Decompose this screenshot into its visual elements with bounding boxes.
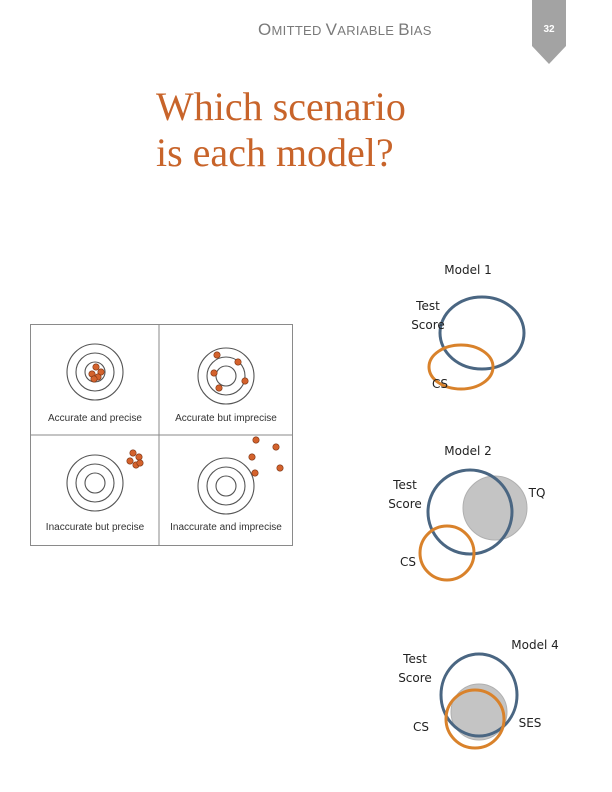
- model-2-label: Model 2: [444, 444, 492, 458]
- target-inaccurate-imprecise: [197, 436, 284, 515]
- target-label: Accurate but imprecise: [175, 413, 277, 424]
- model-1-venn: [427, 295, 526, 391]
- cs-circle: [418, 524, 476, 582]
- test-score-circle: [426, 468, 514, 556]
- slide-header: OMITTED VARIABLE BIAS: [258, 20, 432, 39]
- ses-label: SES: [518, 716, 542, 730]
- tq-label: TQ: [528, 486, 546, 500]
- cs-label: CS: [432, 377, 448, 391]
- model-1-label: Model 1: [444, 263, 492, 277]
- model-4-label: Model 4: [511, 638, 559, 652]
- cs-circle: [444, 688, 506, 750]
- target-inaccurate-precise: [66, 449, 144, 512]
- title-line-1: Which scenario: [156, 84, 406, 129]
- slide-title: Which scenario is each model?: [156, 84, 406, 176]
- tq-circle: [462, 475, 528, 541]
- slide-number-badge: [532, 0, 566, 64]
- test-score-circle: [438, 295, 526, 371]
- slide-number: 32: [543, 24, 555, 35]
- target-label: Inaccurate and imprecise: [170, 522, 282, 533]
- cs-circle: [427, 343, 495, 391]
- target-label: Inaccurate but precise: [46, 522, 145, 533]
- cs-label: CS: [400, 555, 416, 569]
- accuracy-precision-targets: Accurate and precise Accurate but imprec…: [30, 324, 293, 546]
- model-2-venn: [418, 468, 528, 582]
- cs-label: CS: [413, 720, 429, 734]
- title-line-2: is each model?: [156, 130, 394, 175]
- model-4-venn: [439, 652, 519, 750]
- target-accurate-imprecise: [197, 347, 255, 405]
- target-accurate-precise: [66, 343, 124, 401]
- test-score-circle: [439, 652, 519, 738]
- target-label: Accurate and precise: [48, 413, 142, 424]
